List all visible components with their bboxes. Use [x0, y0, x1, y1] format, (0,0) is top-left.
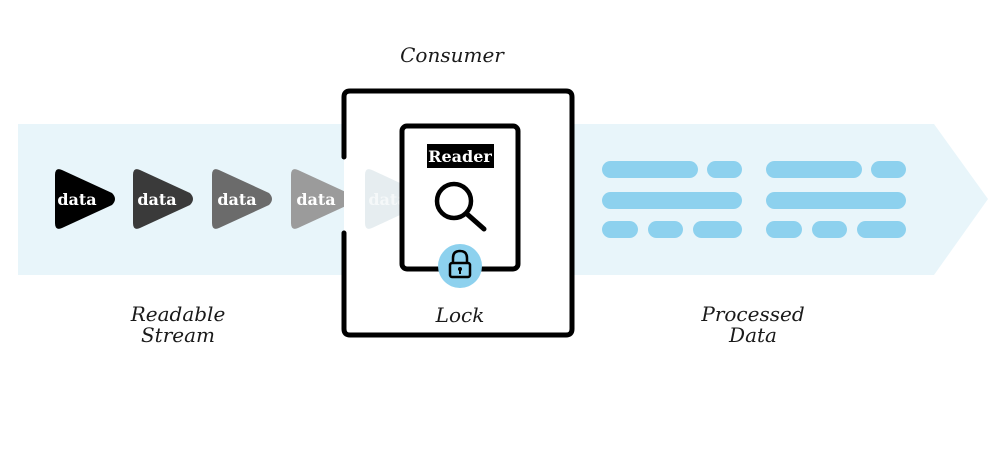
reader-label-bg [427, 144, 494, 168]
processed-bar [693, 221, 742, 238]
consumer-label: Consumer [400, 43, 505, 67]
chunk-label: data [296, 190, 335, 209]
data-chunk: data [291, 169, 351, 229]
chunk-triangle-inside [365, 169, 400, 229]
magnifier-icon [434, 181, 487, 232]
chunk-label-inside: data [368, 190, 407, 209]
reader-label: Reader [428, 147, 492, 166]
processed-label-line1: Processed [700, 302, 804, 326]
processed-bar [707, 161, 742, 178]
processed-bar [871, 161, 906, 178]
chunk-triangle [212, 169, 272, 229]
processed-bar [766, 192, 906, 209]
data-chunk: data [212, 169, 272, 229]
processed-bar [766, 221, 802, 238]
processed-bars-left [602, 161, 742, 238]
chunk-triangle [55, 169, 115, 229]
lock-label: Lock [435, 303, 485, 327]
processed-label-line2: Data [728, 323, 777, 347]
stream-label-line2: Stream [141, 323, 215, 347]
padlock-icon [448, 249, 472, 279]
processed-bar [602, 192, 742, 209]
consumer-border [341, 88, 575, 338]
chunk-triangle [133, 169, 193, 229]
processed-bar [766, 161, 862, 178]
chunk-label: data [217, 190, 256, 209]
processed-bar [602, 161, 698, 178]
processed-bar [648, 221, 683, 238]
chunk-label: data [137, 190, 176, 209]
chunk-label: data [57, 190, 96, 209]
processed-bar [857, 221, 906, 238]
data-chunk: data [133, 169, 193, 229]
data-chunk: data [55, 169, 115, 229]
stream-label-line1: Readable [130, 302, 226, 326]
chunk-triangle [291, 169, 351, 229]
processed-bars-right [766, 161, 906, 238]
lock-circle [438, 244, 482, 288]
processed-bar [812, 221, 847, 238]
processed-bar [602, 221, 638, 238]
